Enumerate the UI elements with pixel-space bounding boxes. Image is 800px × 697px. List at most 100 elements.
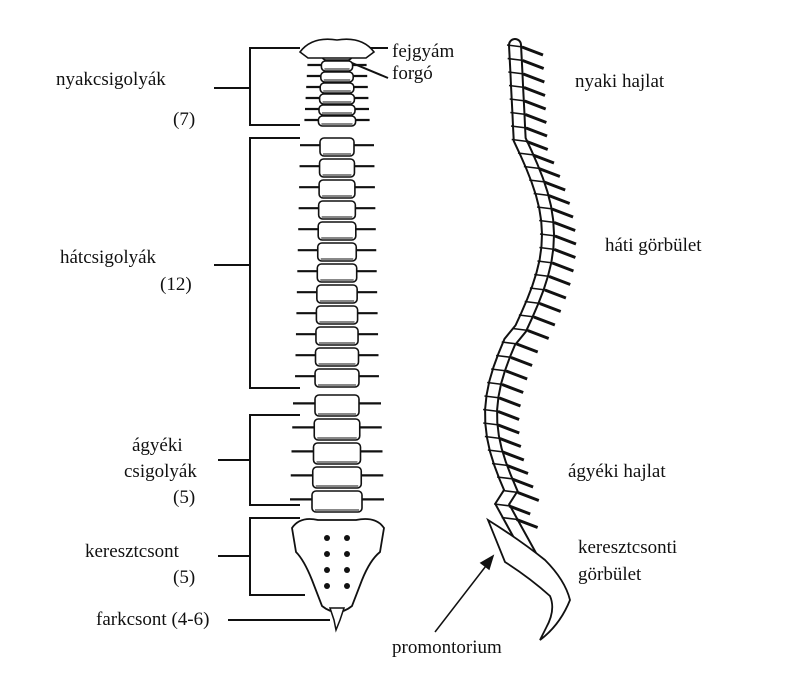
sacral-foramen xyxy=(344,583,350,589)
side-vertebra-disc xyxy=(536,206,554,210)
sacral-foramen xyxy=(324,567,330,573)
bracket-lumbar xyxy=(218,414,300,506)
side-vertebra-disc xyxy=(508,71,525,75)
label-lumbar-line1: ágyéki xyxy=(132,435,183,456)
spinous-process xyxy=(522,59,545,70)
atlas-shape xyxy=(298,38,376,59)
label-thoracic-count: (12) xyxy=(160,274,192,295)
vertebra-body xyxy=(318,158,356,178)
side-vertebra-disc xyxy=(491,368,508,372)
sacral-foramen xyxy=(324,535,330,541)
vertebra-body xyxy=(316,284,358,304)
side-vertebra-disc xyxy=(529,179,546,183)
spinous-process xyxy=(522,72,545,84)
bracket-cervical xyxy=(214,47,300,126)
vertebra-body xyxy=(318,179,356,199)
spinous-process xyxy=(523,86,546,97)
bracket-thoracic xyxy=(214,137,300,389)
spine-front-view xyxy=(290,38,385,633)
spinous-process xyxy=(508,504,531,516)
sacrum-shape xyxy=(291,518,385,613)
spinous-process xyxy=(517,491,540,502)
spinous-process xyxy=(505,369,528,381)
label-cervical-curve: nyaki hajlat xyxy=(575,71,665,92)
side-vertebra-disc xyxy=(497,476,514,480)
vertebra-body xyxy=(316,263,358,283)
side-vertebra-disc xyxy=(501,516,518,521)
side-vertebra-disc xyxy=(484,435,501,440)
side-vertebra-disc xyxy=(487,449,504,453)
side-vertebra-disc xyxy=(501,341,518,345)
spinous-process xyxy=(548,275,571,286)
spine-side-view xyxy=(483,38,577,641)
spinous-process xyxy=(524,99,547,111)
spinous-process xyxy=(524,113,547,124)
spinous-process xyxy=(498,396,521,408)
spinous-process xyxy=(538,167,561,178)
spinous-process xyxy=(526,140,549,151)
spinous-process xyxy=(554,234,577,246)
label-sacral-curve-line2: görbület xyxy=(578,564,642,585)
label-axis: forgó xyxy=(392,63,433,84)
side-vertebra-disc xyxy=(534,273,551,278)
sacral-foramen xyxy=(344,551,350,557)
side-vertebra-disc xyxy=(494,503,511,507)
label-lumbar-count: (5) xyxy=(173,487,196,508)
side-vertebra-disc xyxy=(483,408,500,413)
side-vertebra-disc xyxy=(512,327,529,332)
vertebra-body xyxy=(316,242,358,262)
spinous-process xyxy=(499,437,522,448)
label-sacrum-count: (5) xyxy=(173,567,196,588)
label-sacrum: keresztcsont xyxy=(85,541,179,562)
side-vertebra-disc xyxy=(510,125,528,129)
side-vertebra-disc xyxy=(511,138,528,143)
vertebra-body xyxy=(315,305,359,325)
spinous-process xyxy=(548,194,571,205)
side-vertebra-disc xyxy=(509,98,526,102)
side-vertebra-disc xyxy=(483,422,500,426)
vertebra-body xyxy=(319,137,355,157)
spinous-process xyxy=(506,464,529,475)
label-lumbar-line2: csigolyák xyxy=(124,461,197,482)
sacral-foramen xyxy=(344,567,350,573)
spinous-process xyxy=(521,45,544,57)
side-vertebra-disc xyxy=(508,84,526,89)
spinous-process xyxy=(516,342,539,354)
side-vertebra-disc xyxy=(517,152,535,156)
label-cervical-count: (7) xyxy=(173,109,196,130)
sacral-foramen xyxy=(324,551,330,557)
vertebra-body xyxy=(311,490,363,513)
label-coccyx: farkcsont (4-6) xyxy=(96,609,210,630)
spinous-process xyxy=(497,423,520,435)
spinous-process xyxy=(544,288,567,300)
sacral-foramen xyxy=(324,583,330,589)
spinous-process xyxy=(553,221,576,232)
vertebra-body xyxy=(317,221,357,241)
promontorium-arrow xyxy=(434,554,495,633)
label-thoracic-curve: háti görbület xyxy=(605,235,702,256)
side-vertebra-disc xyxy=(523,165,540,170)
vertebra-body xyxy=(313,418,361,441)
side-vertebra-disc xyxy=(529,287,547,291)
vertebra-body xyxy=(314,347,360,367)
bracket-sacrum xyxy=(218,517,305,596)
sacral-foramen xyxy=(344,535,350,541)
vertebra-body xyxy=(311,466,363,489)
spinous-process xyxy=(551,207,574,219)
side-vertebra-disc xyxy=(510,111,527,116)
spinous-process xyxy=(539,302,562,313)
spinous-process xyxy=(497,410,520,421)
spinous-process xyxy=(532,153,555,165)
spinous-process xyxy=(511,477,534,489)
side-vertebra-disc xyxy=(487,381,504,386)
spinous-process xyxy=(501,383,524,394)
coccyx-shape xyxy=(328,607,346,633)
side-vertebra-disc xyxy=(539,219,556,224)
side-vertebra-disc xyxy=(537,260,554,264)
spinous-process xyxy=(533,315,556,327)
spinous-process xyxy=(510,356,533,367)
side-vertebra-disc xyxy=(491,462,509,467)
spinous-process xyxy=(502,450,525,462)
label-thoracic-vertebrae: hátcsigolyák xyxy=(60,247,157,268)
